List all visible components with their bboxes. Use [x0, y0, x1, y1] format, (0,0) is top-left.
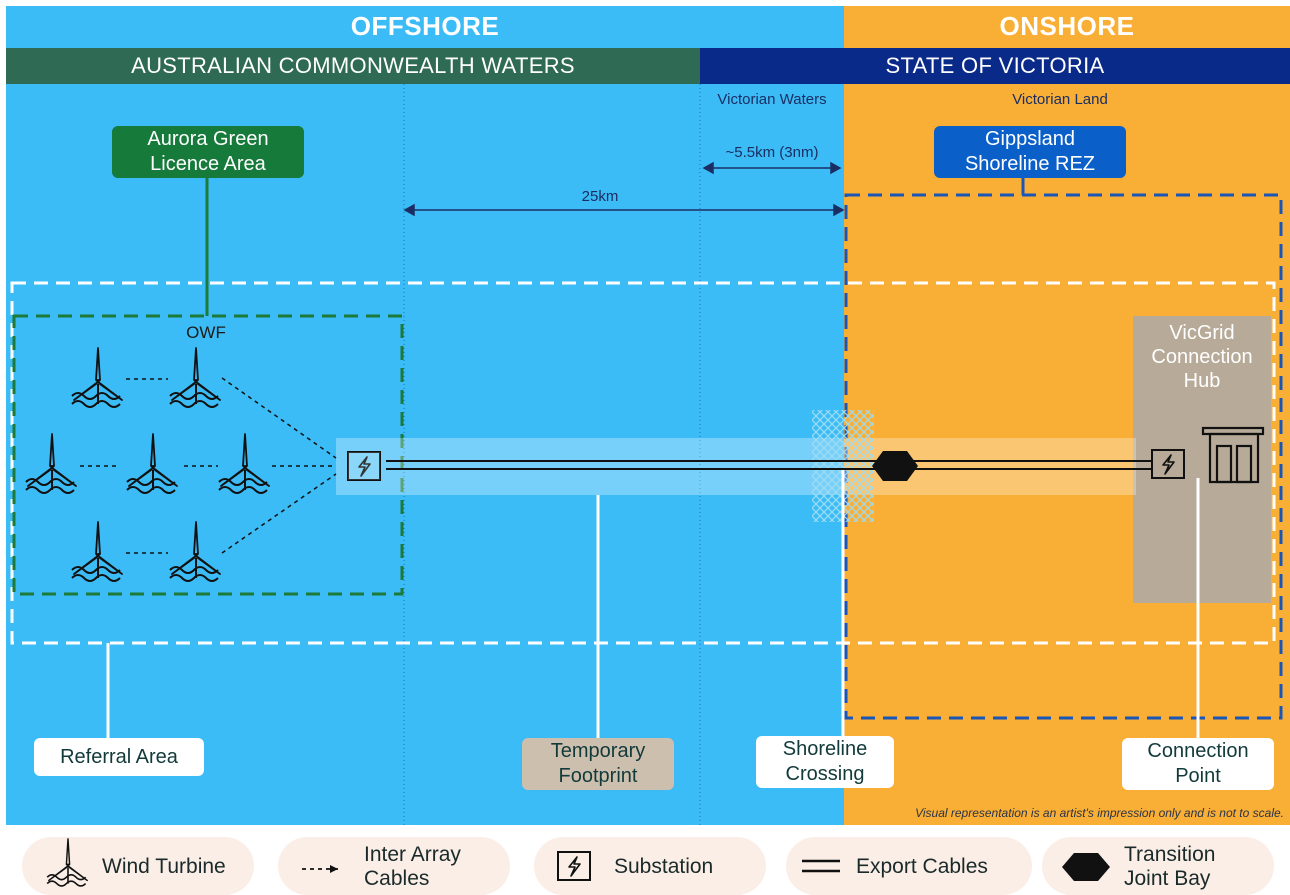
hub-line1: VicGrid [1169, 322, 1235, 344]
rez-line1: Gippsland [984, 128, 1076, 150]
referral-area-callout: Referral Area [34, 738, 204, 776]
legend-wind-turbine-label: Wind Turbine [102, 855, 226, 878]
temporary-line2: Footprint [558, 765, 638, 787]
connection-point-callout: Connection Point [1122, 738, 1274, 790]
inter-array-line1: Inter Array [364, 843, 461, 866]
export-cables [386, 460, 1152, 470]
temporary-footprint-callout: Temporary Footprint [522, 738, 674, 790]
rez-tag: Gippsland Shoreline REZ [934, 126, 1126, 178]
licence-area-line1: Aurora Green [147, 128, 269, 150]
legend-inter-array-label: Inter Array Cables [364, 842, 494, 892]
offshore-heading: OFFSHORE [350, 10, 500, 41]
licence-area-tag: Aurora Green Licence Area [112, 126, 304, 178]
victorian-land-label: Victorian Land [1012, 90, 1108, 108]
legend-transition-label: Transition Joint Bay [1124, 842, 1264, 892]
connection-building-icon [1201, 426, 1265, 484]
legend-export-cables-icon [802, 859, 840, 873]
hexagon-icon [872, 451, 918, 481]
vicgrid-hub-area [1133, 316, 1271, 603]
inter-array-cables [80, 377, 337, 554]
rez-line2: Shoreline REZ [964, 153, 1096, 175]
commonwealth-band [6, 48, 700, 84]
disclaimer-note: Visual representation is an artist's imp… [915, 806, 1284, 820]
hub-line2: Connection [1151, 346, 1253, 368]
legend-arrow-icon [330, 865, 338, 873]
shoreline-line1: Shoreline [782, 738, 868, 760]
inter-array-line2: Cables [364, 867, 430, 890]
referral-boundary [10, 281, 1276, 645]
distance-arrow-long [403, 203, 845, 217]
connection-line1: Connection [1147, 740, 1249, 762]
legend-wind-turbine-icon [46, 838, 88, 887]
commonwealth-waters-label: AUSTRALIAN COMMONWEALTH WATERS [131, 53, 575, 78]
shoreline-line2: Crossing [785, 763, 865, 785]
legend-hexagon-icon [1062, 853, 1110, 881]
licence-area-line2: Licence Area [150, 153, 266, 175]
owf-label: OWF [186, 323, 226, 342]
hub-line3: Hub [1183, 370, 1221, 392]
victorian-waters-label: Victorian Waters [717, 90, 827, 108]
legend-substation-label: Substation [614, 855, 714, 878]
connection-line2: Point [1175, 765, 1221, 787]
state-of-victoria-label: STATE OF VICTORIA [885, 53, 1105, 78]
transition-line1: Transition [1124, 843, 1216, 866]
vicgrid-hub-label: VicGrid Connection Hub [1133, 320, 1271, 394]
shoreline-crossing-callout: Shoreline Crossing [756, 736, 894, 788]
distance-arrow-short [702, 161, 842, 175]
licence-boundary [12, 314, 404, 596]
temporary-line1: Temporary [550, 740, 646, 762]
onshore-heading: ONSHORE [999, 10, 1135, 41]
distance-short-label: ~5.5km (3nm) [725, 143, 819, 161]
legend-substation-icon [557, 851, 591, 881]
transition-line2: Joint Bay [1124, 867, 1211, 890]
distance-long-label: 25km [581, 187, 619, 205]
temporary-footprint [336, 438, 1136, 495]
legend-export-cables-label: Export Cables [856, 855, 988, 878]
victoria-band [700, 48, 1290, 84]
callout-stems [106, 470, 1200, 738]
